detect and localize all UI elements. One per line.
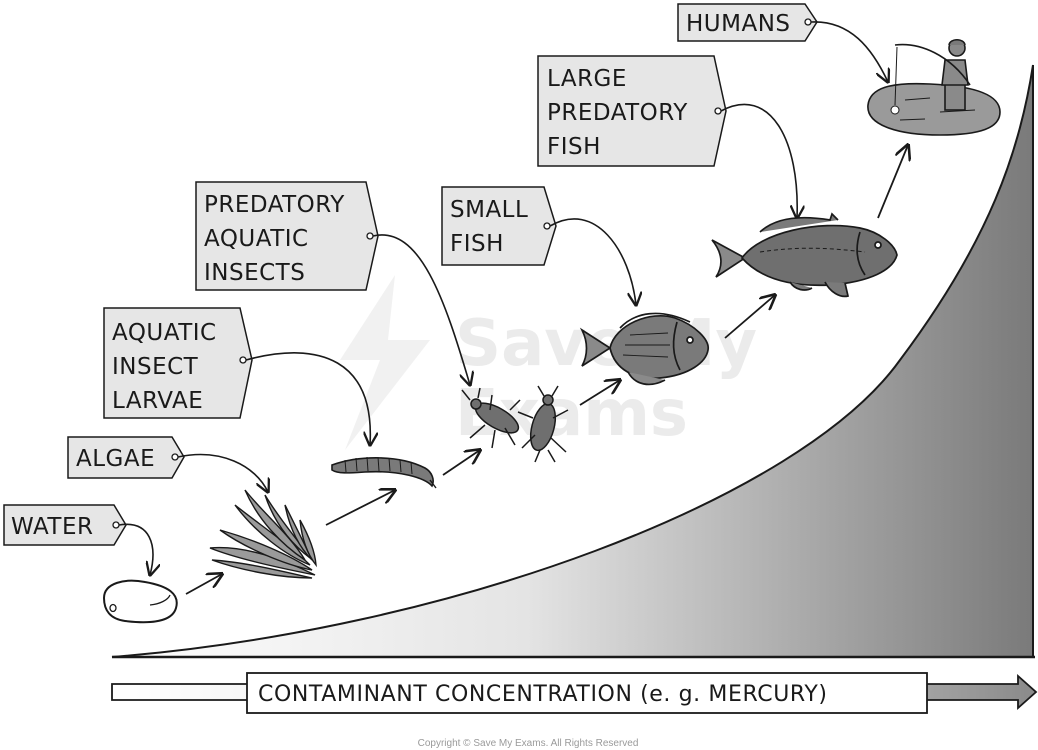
pointer-larvae bbox=[245, 352, 370, 445]
arrow-algae-to-larvae bbox=[325, 490, 395, 526]
insect-larva-icon bbox=[331, 456, 437, 489]
axis-label-box bbox=[246, 672, 928, 714]
tag-larvae-line-2: INSECT bbox=[112, 354, 199, 380]
tag-water-label: WATER bbox=[11, 514, 94, 540]
tag-humans: HUMANS bbox=[677, 3, 818, 42]
pointer-predatory-insects bbox=[372, 234, 470, 385]
tag-predatory-insects-line-1: PREDATORY bbox=[204, 192, 345, 218]
tag-algae-label: ALGAE bbox=[76, 446, 155, 472]
arrow-small-fish-to-large-fish bbox=[724, 295, 775, 339]
copyright-notice: Copyright © Save My Exams. All Rights Re… bbox=[418, 738, 639, 749]
tag-algae: ALGAE bbox=[67, 436, 185, 479]
watermark-line-1: Save My bbox=[455, 307, 757, 381]
tag-large-fish-line-2: PREDATORY bbox=[547, 100, 688, 126]
tag-predatory-insects-line-3: INSECTS bbox=[204, 260, 305, 286]
tag-predatory-insects: PREDATORY AQUATIC INSECTS bbox=[195, 181, 379, 291]
small-fish-icon bbox=[579, 312, 709, 386]
axis-label: CONTAMINANT CONCENTRATION (e. g. MERCURY… bbox=[258, 682, 828, 707]
food-chain-arrows bbox=[185, 145, 908, 595]
tag-larvae-line-3: LARVAE bbox=[112, 388, 203, 414]
tag-humans-label: HUMANS bbox=[686, 11, 791, 37]
concentration-axis-arrow: CONTAMINANT CONCENTRATION (e. g. MERCURY… bbox=[111, 672, 1038, 714]
tag-large-fish: LARGE PREDATORY FISH bbox=[537, 55, 727, 167]
pointer-algae bbox=[177, 453, 268, 492]
arrow-large-fish-to-humans bbox=[877, 145, 908, 219]
tag-water: WATER bbox=[3, 504, 127, 546]
tag-small-fish: SMALL FISH bbox=[441, 186, 557, 266]
pointer-small-fish bbox=[549, 218, 636, 305]
pointer-water bbox=[118, 523, 153, 575]
tag-large-fish-line-3: FISH bbox=[547, 134, 601, 160]
human-fishing-icon bbox=[867, 38, 1001, 136]
pointer-humans bbox=[810, 21, 888, 82]
arrow-water-to-algae bbox=[185, 574, 222, 595]
predatory-insects-icon bbox=[461, 385, 569, 463]
pointer-large-fish bbox=[720, 103, 797, 218]
watermark-logo-icon bbox=[340, 275, 430, 450]
tag-larvae: AQUATIC INSECT LARVAE bbox=[103, 307, 253, 419]
tag-small-fish-line-1: SMALL bbox=[450, 197, 528, 223]
algae-icon bbox=[209, 489, 317, 579]
arrow-larvae-to-insects bbox=[442, 450, 480, 476]
tag-larvae-line-1: AQUATIC bbox=[112, 320, 217, 346]
tag-predatory-insects-line-2: AQUATIC bbox=[204, 226, 309, 252]
water-droplet-icon bbox=[102, 579, 178, 624]
arrow-insects-to-small-fish bbox=[579, 380, 620, 406]
concentration-gradient-wedge bbox=[111, 64, 1034, 658]
tag-large-fish-line-1: LARGE bbox=[547, 66, 627, 92]
tag-small-fish-line-2: FISH bbox=[450, 231, 504, 257]
large-fish-icon bbox=[711, 212, 898, 298]
